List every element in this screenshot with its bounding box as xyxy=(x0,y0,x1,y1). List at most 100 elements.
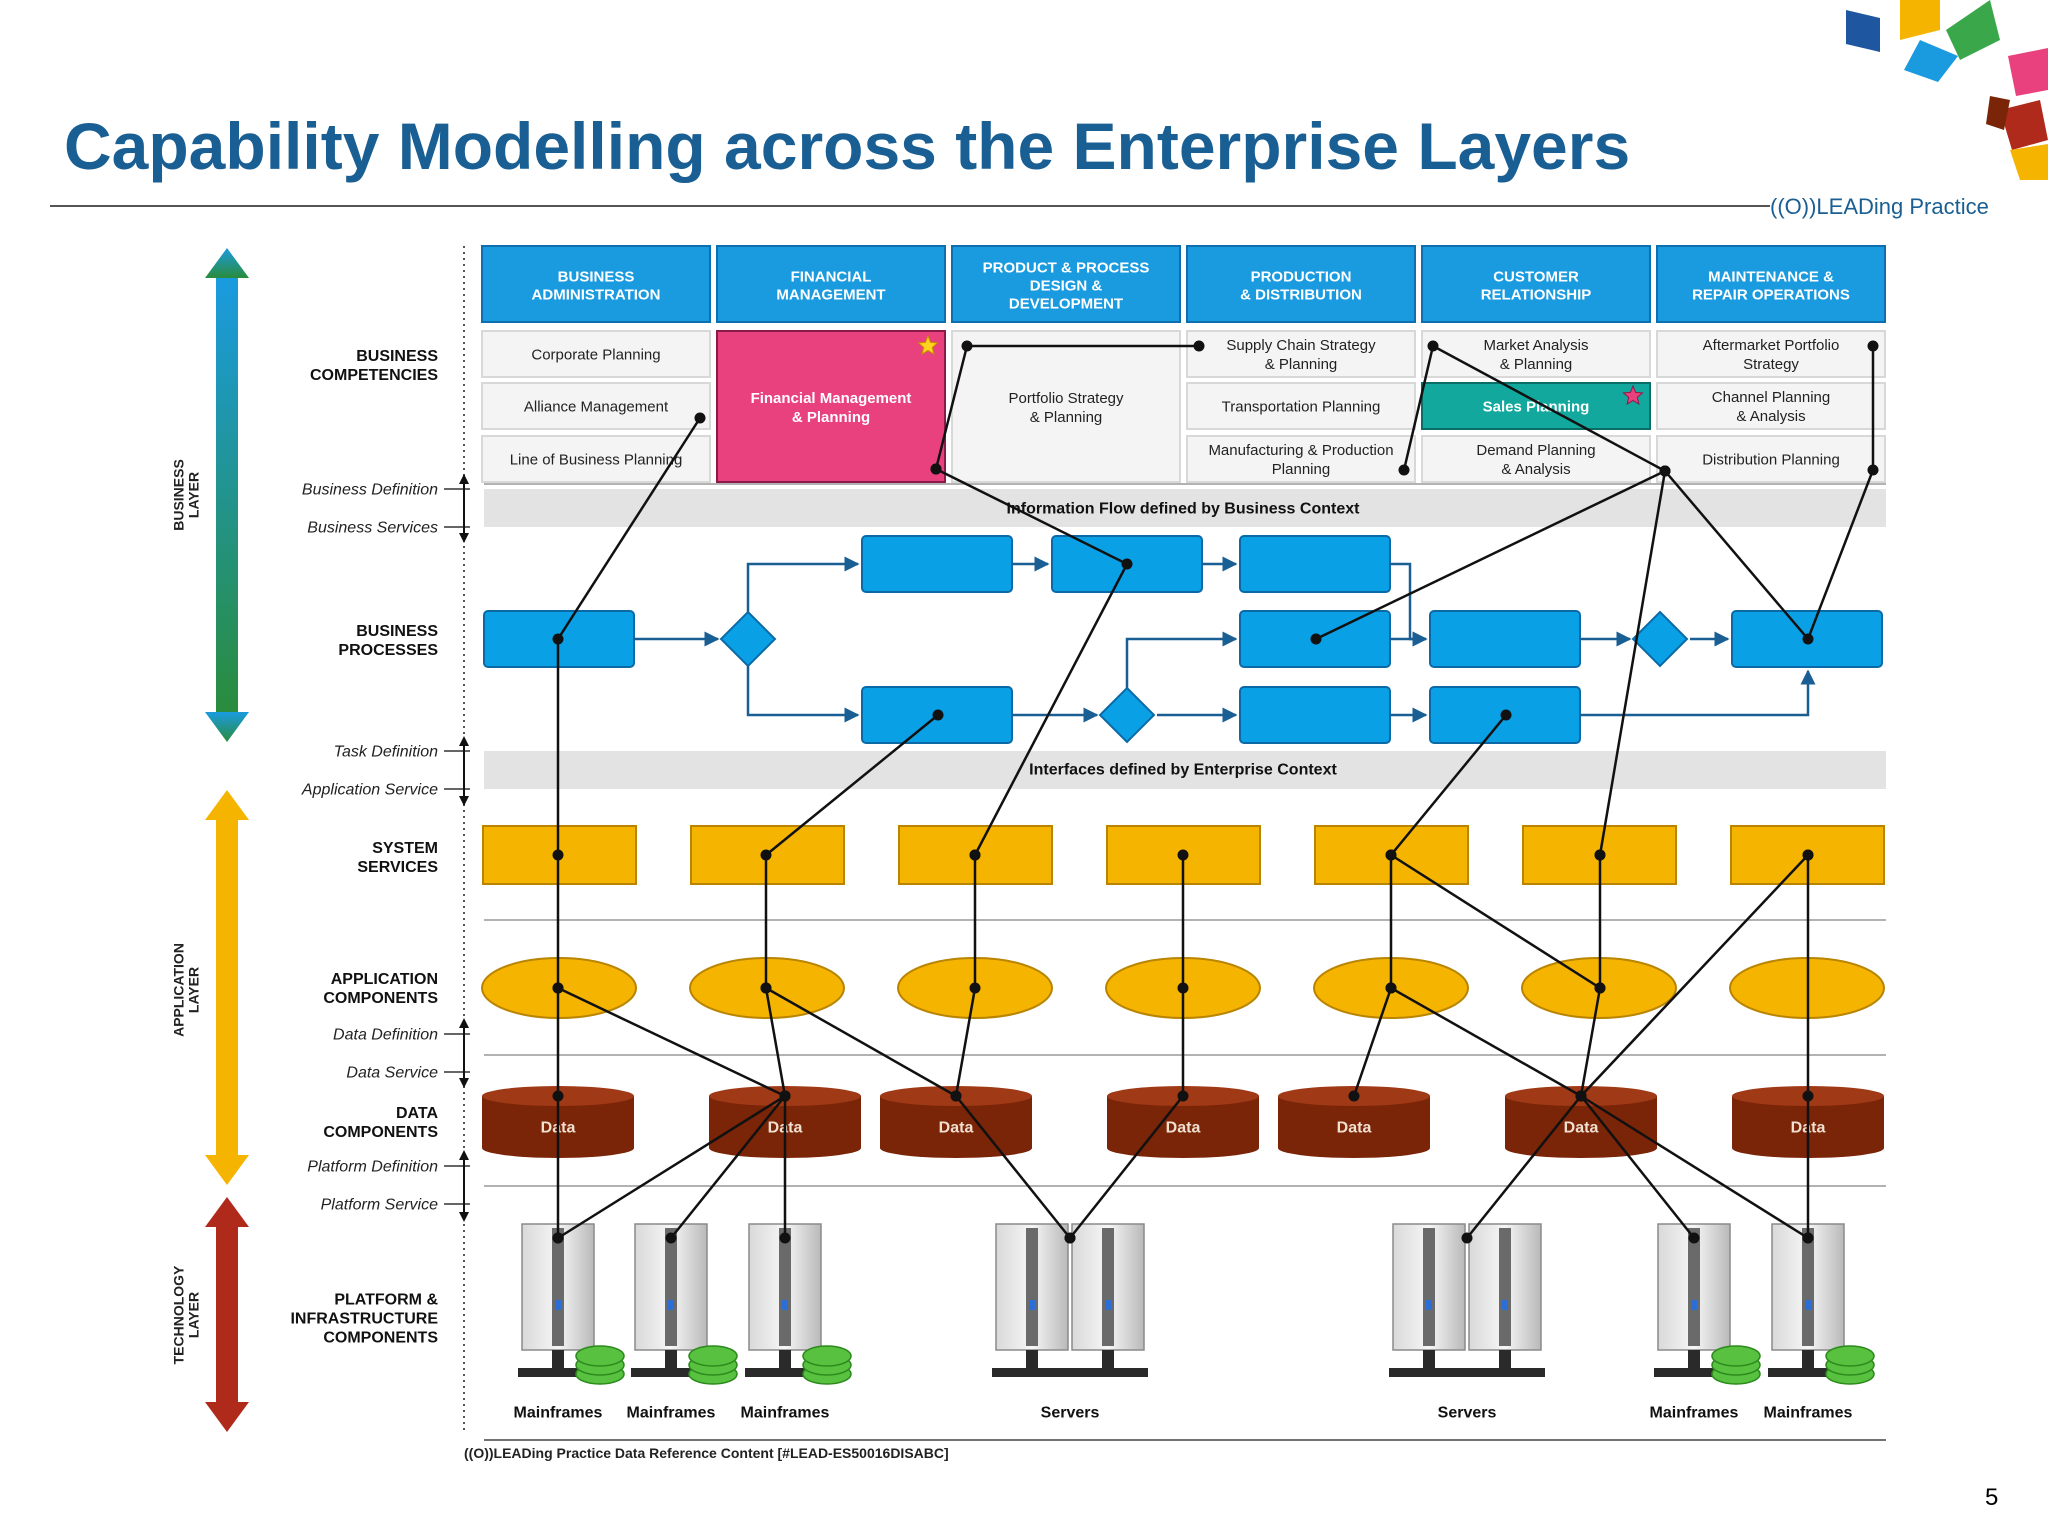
link-node xyxy=(1177,1090,1189,1102)
logo-shape xyxy=(1904,40,1958,82)
brand-logo: ((O))LEADing Practice xyxy=(1770,194,1989,219)
database-icon xyxy=(688,1345,738,1367)
link-node xyxy=(552,1232,564,1244)
server-icon-spine xyxy=(1102,1228,1114,1346)
capability-cell xyxy=(481,435,711,483)
link-node xyxy=(1427,340,1439,352)
link-node xyxy=(1659,465,1671,477)
boundary-label: Data Definition xyxy=(333,1027,438,1044)
capability-cell xyxy=(716,330,946,483)
boundary-label: Task Definition xyxy=(334,744,438,761)
process-gateway xyxy=(1098,686,1156,744)
column-header-label: MAINTENANCE &REPAIR OPERATIONS xyxy=(1692,268,1850,303)
traceability-link xyxy=(556,417,702,1238)
capability-label: Alliance Management xyxy=(524,398,669,415)
infrastructure-label: Mainframes xyxy=(1650,1405,1739,1422)
server-icon-led xyxy=(1691,1300,1697,1310)
infrastructure-label: Servers xyxy=(1041,1405,1100,1422)
infrastructure-label: Mainframes xyxy=(514,1405,603,1422)
traceability-link xyxy=(1069,855,1185,1239)
business-service-boundary-down xyxy=(459,533,469,543)
process-flow-arrow xyxy=(1125,631,1238,688)
link-node xyxy=(930,463,942,475)
link-node xyxy=(1177,982,1189,994)
star-icon xyxy=(1622,384,1644,406)
process-step xyxy=(1239,535,1391,593)
data-component-label: Data xyxy=(939,1120,974,1137)
link-node xyxy=(665,1232,677,1244)
logo-shape xyxy=(1986,96,2010,130)
boundary-label: Business Definition xyxy=(302,482,438,499)
data-service-boundary-up xyxy=(459,1018,469,1028)
process-gateway xyxy=(1631,610,1689,668)
traceability-link xyxy=(1579,854,1809,1239)
capability-cell xyxy=(1186,382,1416,430)
traceability-link xyxy=(764,714,939,1097)
infrastructure-label: Mainframes xyxy=(741,1405,830,1422)
data-component-base xyxy=(1107,1138,1259,1158)
server-icon-stand xyxy=(1802,1350,1814,1368)
traceability-link xyxy=(1390,986,1582,1098)
server-icon-spine xyxy=(1423,1228,1435,1346)
server-icon-base xyxy=(745,1368,825,1377)
process-flow-arrow xyxy=(1580,669,1816,717)
capability-label: Market Analysis& Planning xyxy=(1483,337,1588,373)
link-node xyxy=(779,1232,791,1244)
link-node xyxy=(1348,1090,1360,1102)
logo-shape xyxy=(2010,144,2048,180)
boundary-label: Data Service xyxy=(346,1065,438,1082)
link-node xyxy=(1177,849,1189,861)
capability-label: Supply Chain Strategy& Planning xyxy=(1226,337,1376,373)
application-layer-arrow-head-up xyxy=(205,790,249,820)
column-header xyxy=(481,245,711,323)
technology-layer-arrow-head-down xyxy=(205,1402,249,1432)
link-node xyxy=(1385,982,1397,994)
column-header xyxy=(1186,245,1416,323)
traceability-link xyxy=(1315,469,1666,641)
link-node xyxy=(1064,1232,1076,1244)
boundary-label: Business Services xyxy=(307,520,438,537)
title-divider xyxy=(50,205,1770,207)
column-header xyxy=(716,245,946,323)
application-layer-arrow-head-down xyxy=(205,1155,249,1185)
process-step xyxy=(1239,686,1391,744)
link-node xyxy=(760,849,772,861)
database-icon xyxy=(1711,1345,1761,1367)
system-service xyxy=(482,825,637,885)
server-icon-led xyxy=(668,1300,674,1310)
server-icon-stand xyxy=(1688,1350,1700,1368)
link-node xyxy=(1688,1232,1700,1244)
process-step xyxy=(861,535,1013,593)
server-icon-spine xyxy=(1802,1228,1814,1346)
server-icon-base xyxy=(1389,1368,1469,1377)
column-header xyxy=(1421,245,1651,323)
link-node xyxy=(779,1090,791,1102)
link-node xyxy=(969,849,981,861)
process-flow-arrow xyxy=(746,556,860,612)
link-node xyxy=(1802,1090,1814,1102)
application-service-boundary-down xyxy=(459,796,469,806)
logo-shape xyxy=(2008,48,2048,96)
data-component-base xyxy=(1505,1138,1657,1158)
capability-label: Line of Business Planning xyxy=(510,451,683,468)
column-header-label: PRODUCTION& DISTRIBUTION xyxy=(1240,268,1362,303)
server-icon-led xyxy=(555,1300,561,1310)
traceability-link xyxy=(670,1095,786,1239)
logo-shape xyxy=(2000,100,2048,150)
link-node xyxy=(1193,340,1205,352)
link-node xyxy=(1121,558,1133,570)
server-icon-led xyxy=(1502,1300,1508,1310)
server-icon-led xyxy=(1426,1300,1432,1310)
server-icon-led xyxy=(1105,1300,1111,1310)
server-icon-led xyxy=(1805,1300,1811,1310)
logo-shape xyxy=(1846,10,1880,52)
column-header xyxy=(951,245,1181,323)
database-icon xyxy=(575,1345,625,1367)
capability-label: Portfolio Strategy& Planning xyxy=(1008,390,1124,426)
column-header xyxy=(1656,245,1886,323)
link-node xyxy=(932,709,944,721)
